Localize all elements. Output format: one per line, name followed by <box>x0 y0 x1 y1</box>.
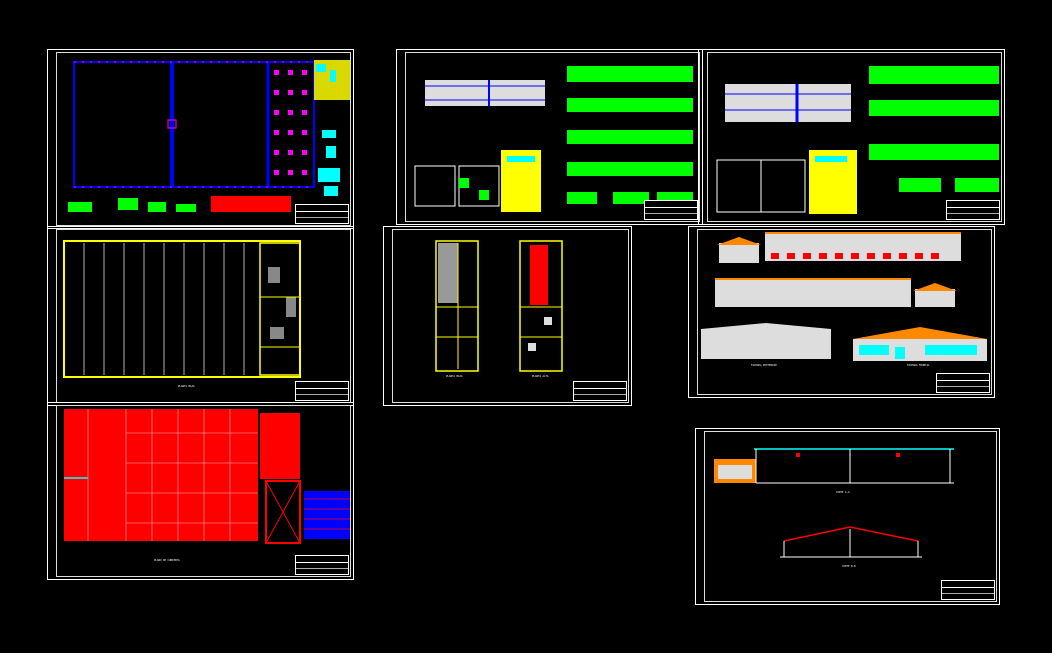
title-block <box>295 204 349 224</box>
title-block <box>644 200 698 220</box>
caption-left: FACHADA POSTERIOR <box>751 364 777 367</box>
sheet-frame <box>697 229 992 395</box>
sheet-structure-details-1[interactable] <box>396 49 703 225</box>
title-block <box>946 200 1000 220</box>
sheet-frame <box>56 52 351 226</box>
title-block <box>573 381 627 401</box>
floor-grid-drawing <box>68 60 350 212</box>
sheet-caption: PLANTA BAJA <box>178 385 195 388</box>
caption-left: PLANTA BAJA <box>446 375 463 378</box>
sheet-office-plans[interactable]: PLANTA BAJA PLANTA ALTA <box>383 226 632 406</box>
title-block <box>936 373 990 393</box>
office-plans-drawing <box>435 240 563 372</box>
caption-right: FACHADA FRONTAL <box>907 364 930 367</box>
caption-top: CORTE A-A <box>836 491 850 494</box>
elevations-drawing <box>701 232 987 361</box>
sheet-elevations[interactable]: FACHADA POSTERIOR FACHADA FRONTAL <box>688 226 995 398</box>
structure-details-drawing-2 <box>716 66 999 214</box>
sheet-caption: PLANO DE CUBIERTA <box>154 559 180 562</box>
sheet-frame <box>392 229 629 403</box>
ground-floor-drawing <box>63 240 301 378</box>
sheet-structure-details-2[interactable] <box>698 49 1005 225</box>
title-block <box>941 580 995 600</box>
structure-details-drawing-1 <box>414 66 693 212</box>
sheet-roof-plan[interactable]: PLANO DE CUBIERTA <box>47 402 354 580</box>
sheet-frame <box>56 405 351 577</box>
sheet-frame <box>405 52 700 222</box>
sheet-floor-grid-plan[interactable] <box>47 49 354 229</box>
sheet-frame <box>707 52 1002 222</box>
title-block <box>295 381 349 401</box>
sections-drawing <box>714 448 954 558</box>
sheet-ground-floor-plan[interactable]: PLANTA BAJA <box>47 226 354 406</box>
column-markers <box>274 70 307 175</box>
roof-plan-drawing <box>64 409 350 544</box>
caption-right: PLANTA ALTA <box>532 375 549 378</box>
sheet-sections[interactable]: CORTE A-A CORTE B-B <box>695 428 1000 605</box>
title-block <box>295 555 349 575</box>
sheet-frame <box>704 431 997 602</box>
caption-bottom: CORTE B-B <box>842 565 856 568</box>
